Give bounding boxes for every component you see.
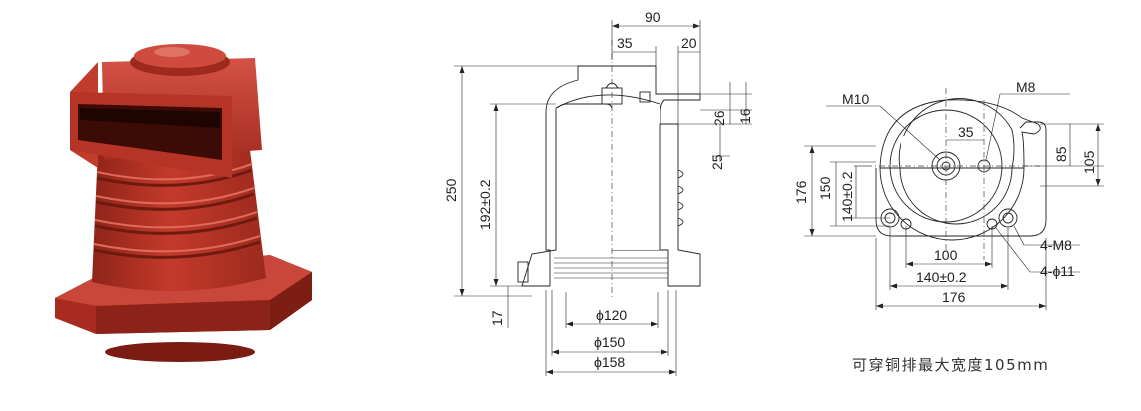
dim-150: 150 [817,176,833,200]
label-m10: M10 [842,91,869,107]
dim-17: 17 [489,310,505,326]
dim-35: 35 [617,35,633,51]
dim-140-horizontal: 140±0.2 [916,269,967,285]
dim-140-vertical: 140±0.2 [839,171,855,222]
dim-phi150: ϕ150 [594,334,625,350]
dim-85: 85 [1053,146,1069,162]
side-section-drawing: 90 35 20 26 16 25 250 192±0.2 17 ϕ120 ϕ1… [443,9,753,376]
dim-25: 25 [709,154,725,170]
insulator-bushing-photo [55,44,312,362]
caption-max-busbar-width: 可穿铜排最大宽度105mm [852,356,1049,374]
label-4-m8: 4-M8 [1040,237,1072,253]
dim-20: 20 [681,35,697,51]
dim-phi120: ϕ120 [596,307,627,323]
label-4-phi11: 4-ϕ11 [1040,263,1075,279]
dim-176-vertical: 176 [793,180,809,204]
dim-phi158: ϕ158 [594,354,625,370]
dim-35-top: 35 [958,124,974,140]
top-view-drawing: M10 M8 35 85 105 176 150 140±0.2 100 140… [793,79,1104,310]
label-m8: M8 [1016,79,1036,95]
dim-105: 105 [1081,150,1097,174]
dim-100: 100 [934,247,958,263]
dim-90: 90 [645,9,661,25]
dim-16: 16 [737,108,753,124]
dim-176-horizontal: 176 [942,289,966,305]
dim-192: 192±0.2 [477,179,493,230]
top-ring [879,98,1041,169]
dim-26: 26 [711,110,727,126]
dim-250: 250 [443,178,459,202]
